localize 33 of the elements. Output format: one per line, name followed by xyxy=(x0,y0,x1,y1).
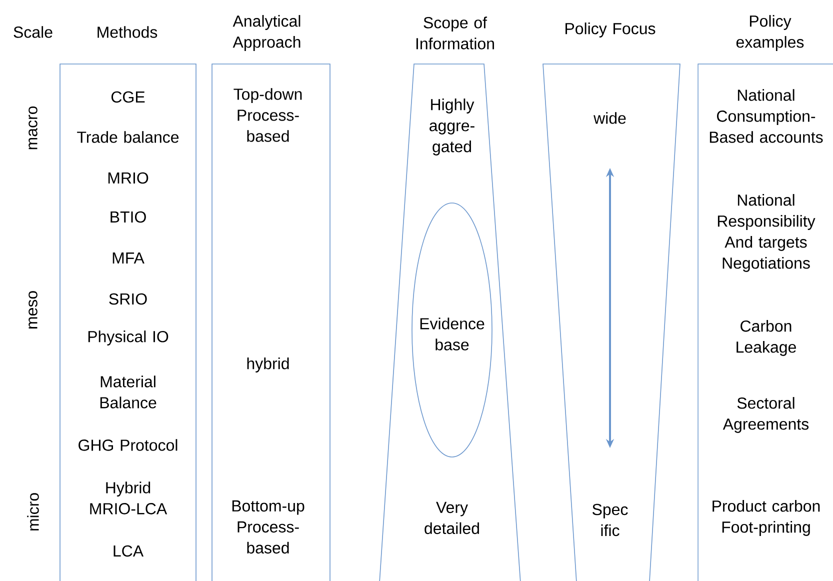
cell-text: Evidence base xyxy=(420,318,484,350)
cell-text: MRIO xyxy=(108,172,148,184)
cell-text: LCA xyxy=(114,545,144,557)
cell-text: Hybrid MRIO-LCA xyxy=(90,482,168,514)
cell-text: Spec ific xyxy=(592,504,628,536)
cell-text: CGE xyxy=(111,91,145,103)
cell-text: GHG Protocol xyxy=(78,439,178,451)
scale-label: micro xyxy=(27,493,39,530)
cell-text: Sectoral Agreements xyxy=(722,397,809,433)
column-heading: Scale xyxy=(14,26,52,38)
cell-text: Bottom-up Process- based xyxy=(232,500,304,554)
column-heading: Policy examples xyxy=(736,15,804,51)
cell-text: Product carbon Foot-printing xyxy=(712,500,820,536)
column-heading: Analytical Approach xyxy=(232,15,300,51)
column-heading: Scope of Information xyxy=(416,16,494,50)
cell-text: Physical IO xyxy=(88,330,168,346)
scale-label: meso xyxy=(28,291,38,328)
cell-text: Top-down Process- based xyxy=(234,88,302,142)
cell-text: MFA xyxy=(112,252,144,264)
cell-text: Trade balance xyxy=(77,131,179,143)
cell-text: National Responsibility And targets Negotiations xyxy=(718,194,816,272)
cell-text: wide xyxy=(594,112,626,124)
cell-text: Material Balance xyxy=(100,376,156,408)
cell-text: SRIO xyxy=(109,293,147,305)
cell-text: National Consumption- Based accounts xyxy=(710,89,823,143)
cell-text: BTIO xyxy=(110,211,146,223)
scale-label: macro xyxy=(28,106,38,150)
cell-text: Very detailed xyxy=(424,502,479,534)
cell-text: hybrid xyxy=(247,358,289,372)
column-heading: Methods xyxy=(98,26,158,38)
cell-text: Carbon Leakage xyxy=(736,320,796,356)
column-heading: Policy Focus xyxy=(566,22,656,38)
cell-text: Highly aggre- gated xyxy=(430,98,474,156)
